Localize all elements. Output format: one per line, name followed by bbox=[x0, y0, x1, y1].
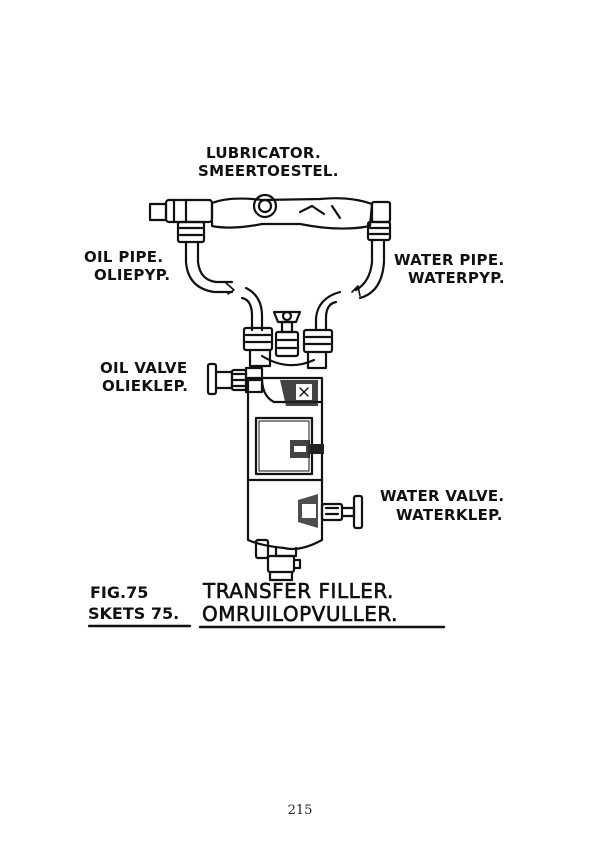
label-oil-pipe-en: OIL PIPE. bbox=[84, 248, 164, 266]
label-water-valve-af: WATERKLEP. bbox=[396, 506, 503, 524]
right-lubricator-fitting bbox=[370, 200, 392, 224]
caption-fig-af: SKETS 75. bbox=[88, 604, 180, 623]
top-valve-handwheel bbox=[272, 310, 302, 324]
lubricator-body bbox=[210, 197, 374, 230]
water-pipe-nut-top bbox=[366, 220, 392, 242]
water-valve-handle bbox=[352, 494, 364, 530]
filler-body bbox=[246, 376, 324, 551]
oil-pipe-nut-top bbox=[176, 220, 206, 244]
oil-pipe bbox=[184, 240, 234, 294]
label-water-pipe-af: WATERPYP. bbox=[408, 269, 505, 287]
label-lubricator-af: SMEERTOESTEL. bbox=[198, 162, 339, 180]
label-oil-valve-af: OLIEKLEP. bbox=[102, 377, 189, 395]
label-oil-pipe-af: OLIEPYP. bbox=[94, 266, 171, 284]
label-water-pipe-en: WATER PIPE. bbox=[394, 251, 505, 269]
caption-fig-en: FIG.75 bbox=[90, 583, 149, 602]
drain-cock bbox=[266, 554, 296, 574]
label-oil-valve-en: OIL VALVE bbox=[100, 359, 188, 377]
caption-title-en: TRANSFER FILLER. bbox=[203, 579, 394, 603]
right-inlet-nut bbox=[302, 328, 334, 354]
lubricator-sight-glass bbox=[252, 193, 278, 219]
caption-title-af: OMRUILOPVULLER. bbox=[202, 602, 398, 626]
oil-valve-handle bbox=[206, 362, 218, 396]
water-valve-stem bbox=[320, 502, 344, 522]
water-pipe bbox=[354, 238, 374, 292]
label-lubricator-en: LUBRICATOR. bbox=[206, 144, 322, 162]
page-number: 215 bbox=[287, 803, 313, 818]
left-inlet-nut bbox=[242, 326, 274, 352]
label-water-valve-en: WATER VALVE. bbox=[380, 487, 505, 505]
